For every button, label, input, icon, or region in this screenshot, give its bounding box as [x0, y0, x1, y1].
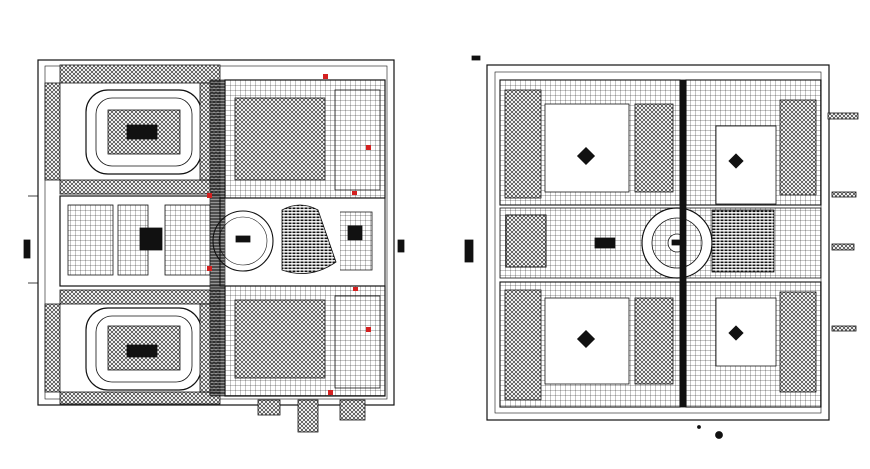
right-plan-note: [827, 112, 859, 120]
left-legend-block: [257, 399, 281, 416]
right-plan-marker: [471, 55, 481, 61]
left-red-markers: [207, 74, 371, 395]
left-plan-boundary: [37, 59, 395, 406]
right-plan-boundary: [486, 64, 830, 421]
right-block-bottom-left: [499, 281, 681, 408]
right-corridor: [679, 79, 687, 408]
parking-lot-bottom: [44, 289, 221, 405]
right-side-marker: [397, 239, 405, 253]
right-middle-band: [499, 207, 822, 279]
right-plan: [464, 55, 859, 439]
north-marker: [715, 431, 723, 439]
right-block-top-right: [685, 79, 822, 206]
left-building-core: [59, 195, 221, 287]
left-legend-block: [339, 399, 366, 421]
right-plan-note: [831, 243, 855, 251]
left-building-wings: [209, 79, 386, 397]
left-plan: [23, 59, 405, 433]
right-block-top-left: [499, 79, 681, 206]
left-auditorium: [212, 197, 386, 287]
left-side-marker: [23, 239, 31, 259]
parking-lot-top: [44, 64, 221, 195]
right-plan-note: [831, 191, 857, 198]
right-block-bottom-right: [685, 281, 822, 408]
north-marker: [697, 425, 701, 429]
right-plan-marker: [464, 239, 474, 263]
left-legend-block: [297, 399, 319, 433]
right-plan-note: [831, 325, 857, 332]
